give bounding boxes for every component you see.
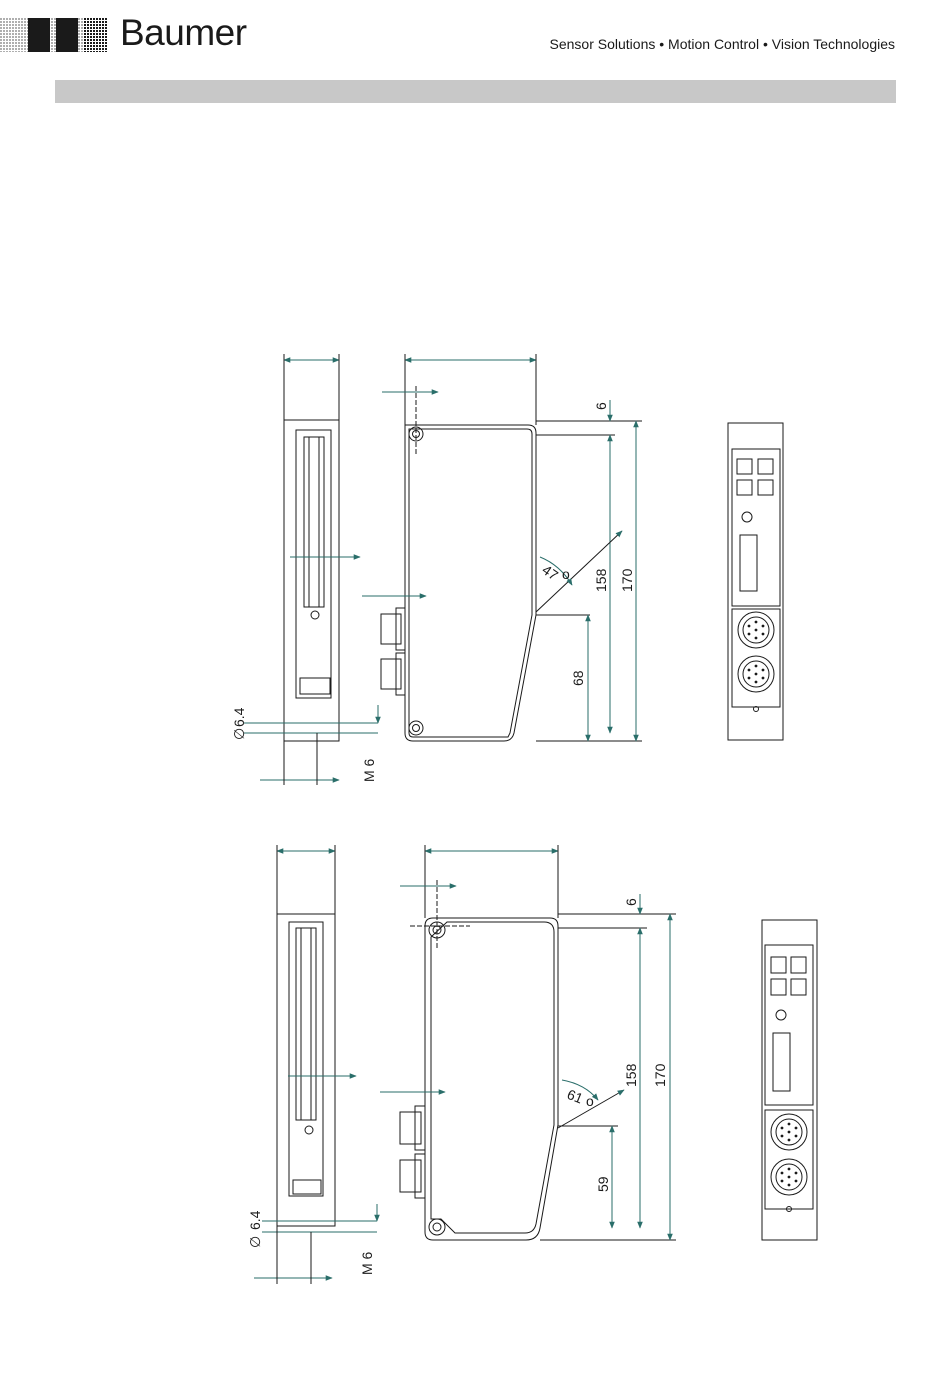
top-side-view — [284, 420, 339, 741]
bottom-dim-158: 158 — [623, 1063, 639, 1087]
top-dim-68: 68 — [570, 670, 586, 686]
bottom-hole-dia-label: ∅ — [247, 1236, 263, 1248]
bottom-angle-degree: o — [586, 1093, 594, 1109]
bottom-side-view — [277, 914, 335, 1232]
top-hole-dia-label: ∅ — [231, 728, 247, 740]
top-thread: M 6 — [361, 758, 377, 782]
bottom-angle: 61 — [565, 1086, 586, 1107]
top-side-dims — [244, 354, 378, 785]
top-angle: 47 — [539, 561, 561, 583]
top-front-dims — [362, 354, 642, 741]
bottom-front-view — [400, 918, 558, 1240]
bottom-connector-pins — [781, 1123, 798, 1187]
top-dim-170: 170 — [619, 568, 635, 592]
top-dim-6: 6 — [593, 402, 609, 410]
bottom-rear-view — [762, 920, 817, 1240]
top-angle-degree: o — [562, 566, 570, 582]
bottom-hole-dia: 6.4 — [247, 1210, 263, 1230]
bottom-thread: M 6 — [359, 1251, 375, 1275]
top-hole-dia: 6.4 — [231, 707, 247, 727]
bottom-dim-59: 59 — [595, 1176, 611, 1192]
top-front-view — [381, 425, 536, 741]
bottom-dim-170: 170 — [652, 1063, 668, 1087]
top-dim-158: 158 — [593, 568, 609, 592]
bottom-dim-6: 6 — [623, 898, 639, 906]
top-rear-view — [728, 423, 783, 740]
top-connector-pins — [748, 621, 765, 684]
